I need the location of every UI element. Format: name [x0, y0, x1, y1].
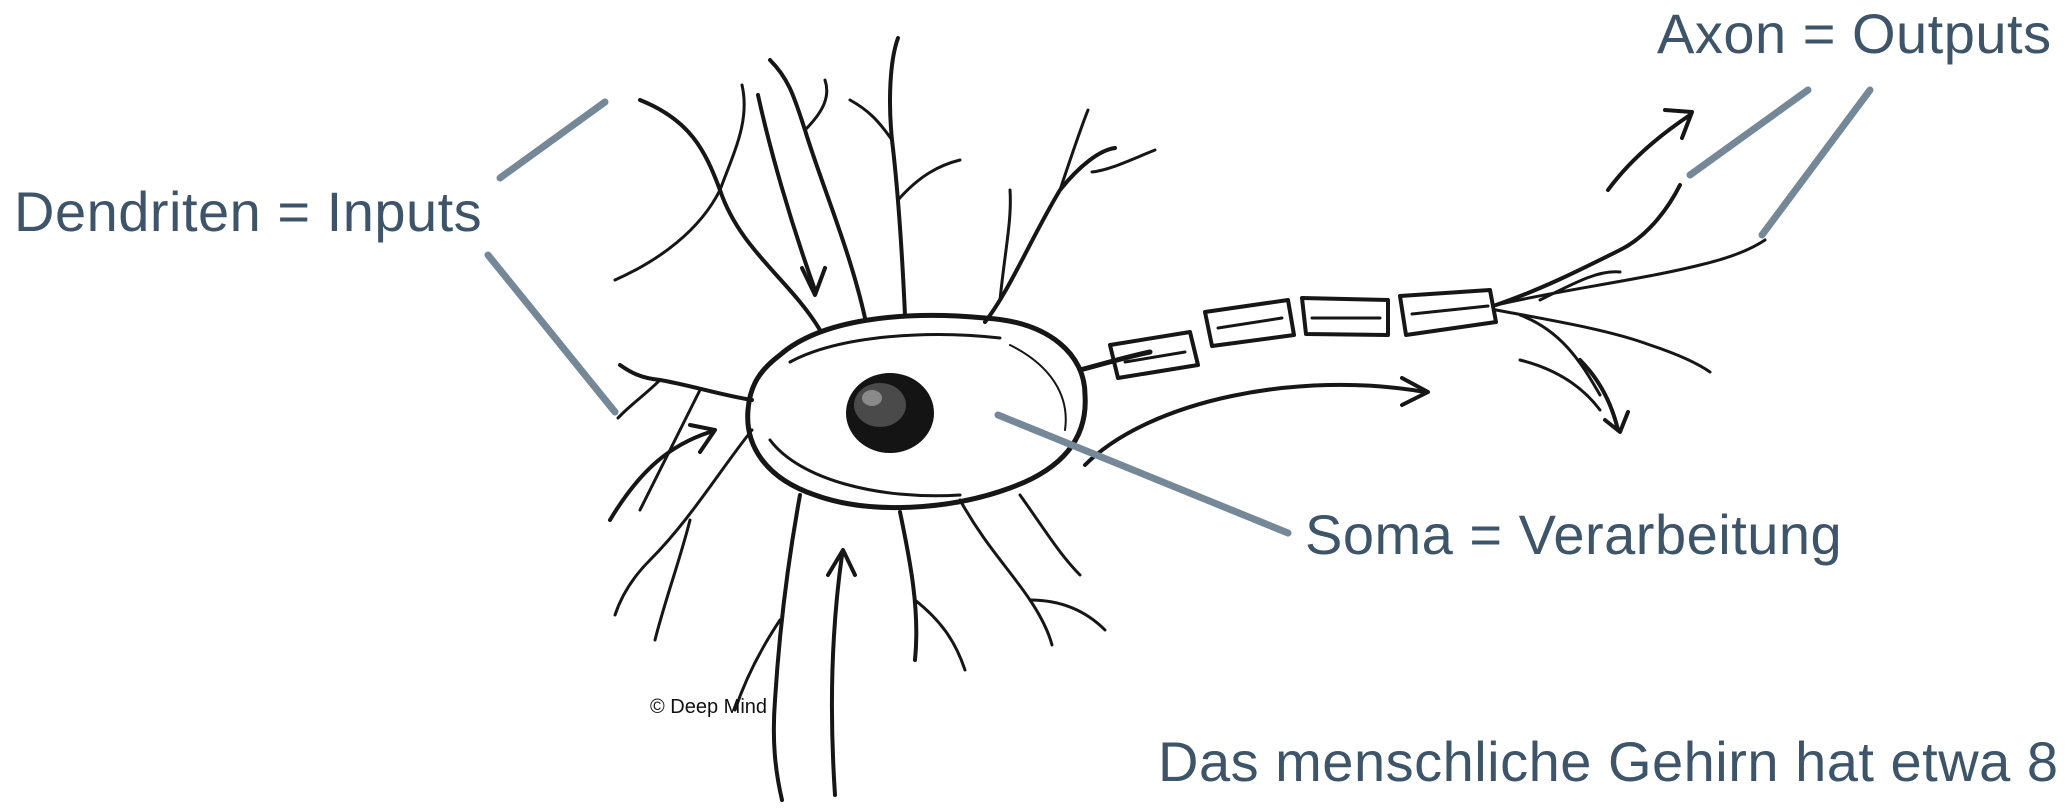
- dendrites-pointer-upper: [500, 102, 605, 178]
- copyright-notice: © Deep Mind: [650, 696, 767, 719]
- pointer-lines: [488, 90, 1870, 533]
- nucleus: [848, 375, 932, 451]
- axon: [1080, 185, 1765, 410]
- brain-fact-text: Das menschliche Gehirn hat etwa 8: [1158, 730, 2059, 794]
- dendrites-label: Dendriten = Inputs: [14, 180, 482, 244]
- dendrites-pointer-lower: [488, 255, 615, 412]
- axon-pointer-left: [1690, 90, 1808, 175]
- axon-label: Axon = Outputs: [1657, 2, 2052, 66]
- soma-label: Soma = Verarbeitung: [1305, 503, 1842, 567]
